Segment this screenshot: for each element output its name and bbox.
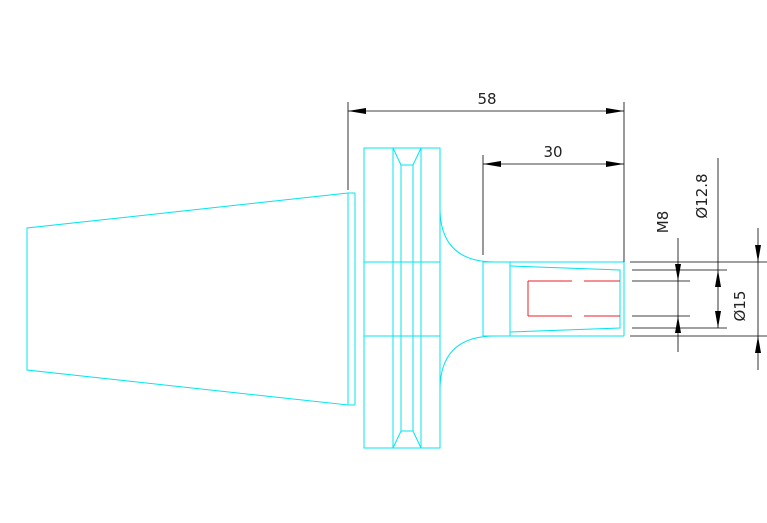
v-groove-bottom: [392, 430, 422, 449]
dimension-58: 58: [347, 90, 625, 262]
dimension-m8: M8: [632, 211, 690, 352]
dimension-30: 30: [482, 143, 624, 255]
neck-fillet-bottom: [439, 335, 496, 391]
arrowhead: [715, 311, 721, 328]
taper-shank: [26, 192, 349, 406]
dimension-outer-diameter: Ø15: [630, 228, 767, 370]
dimension-bore-diameter: Ø12.8: [632, 158, 727, 329]
nose-outline: [483, 261, 624, 337]
arrowhead: [483, 161, 501, 167]
neck-fillet-top: [439, 207, 496, 263]
arrowhead: [715, 270, 721, 287]
thread-label: M8: [654, 211, 672, 234]
bore-diameter-label: Ø12.8: [693, 173, 711, 218]
arrowhead: [755, 336, 761, 353]
outer-diameter-label: Ø15: [731, 291, 749, 322]
taper-step-edges: [348, 192, 355, 406]
overall-length-label: 58: [477, 90, 496, 108]
arrowhead: [606, 161, 624, 167]
arrowhead: [675, 264, 681, 281]
internal-bore: [509, 265, 621, 333]
flange: [363, 147, 441, 449]
arrowhead: [606, 108, 624, 114]
arrowhead: [675, 316, 681, 333]
tool-holder-body: [26, 147, 625, 449]
arrowhead: [755, 245, 761, 262]
v-groove-top: [392, 147, 422, 166]
hidden-thread: [527, 280, 620, 317]
shank-length-label: 30: [543, 143, 562, 161]
arrowhead: [348, 108, 366, 114]
